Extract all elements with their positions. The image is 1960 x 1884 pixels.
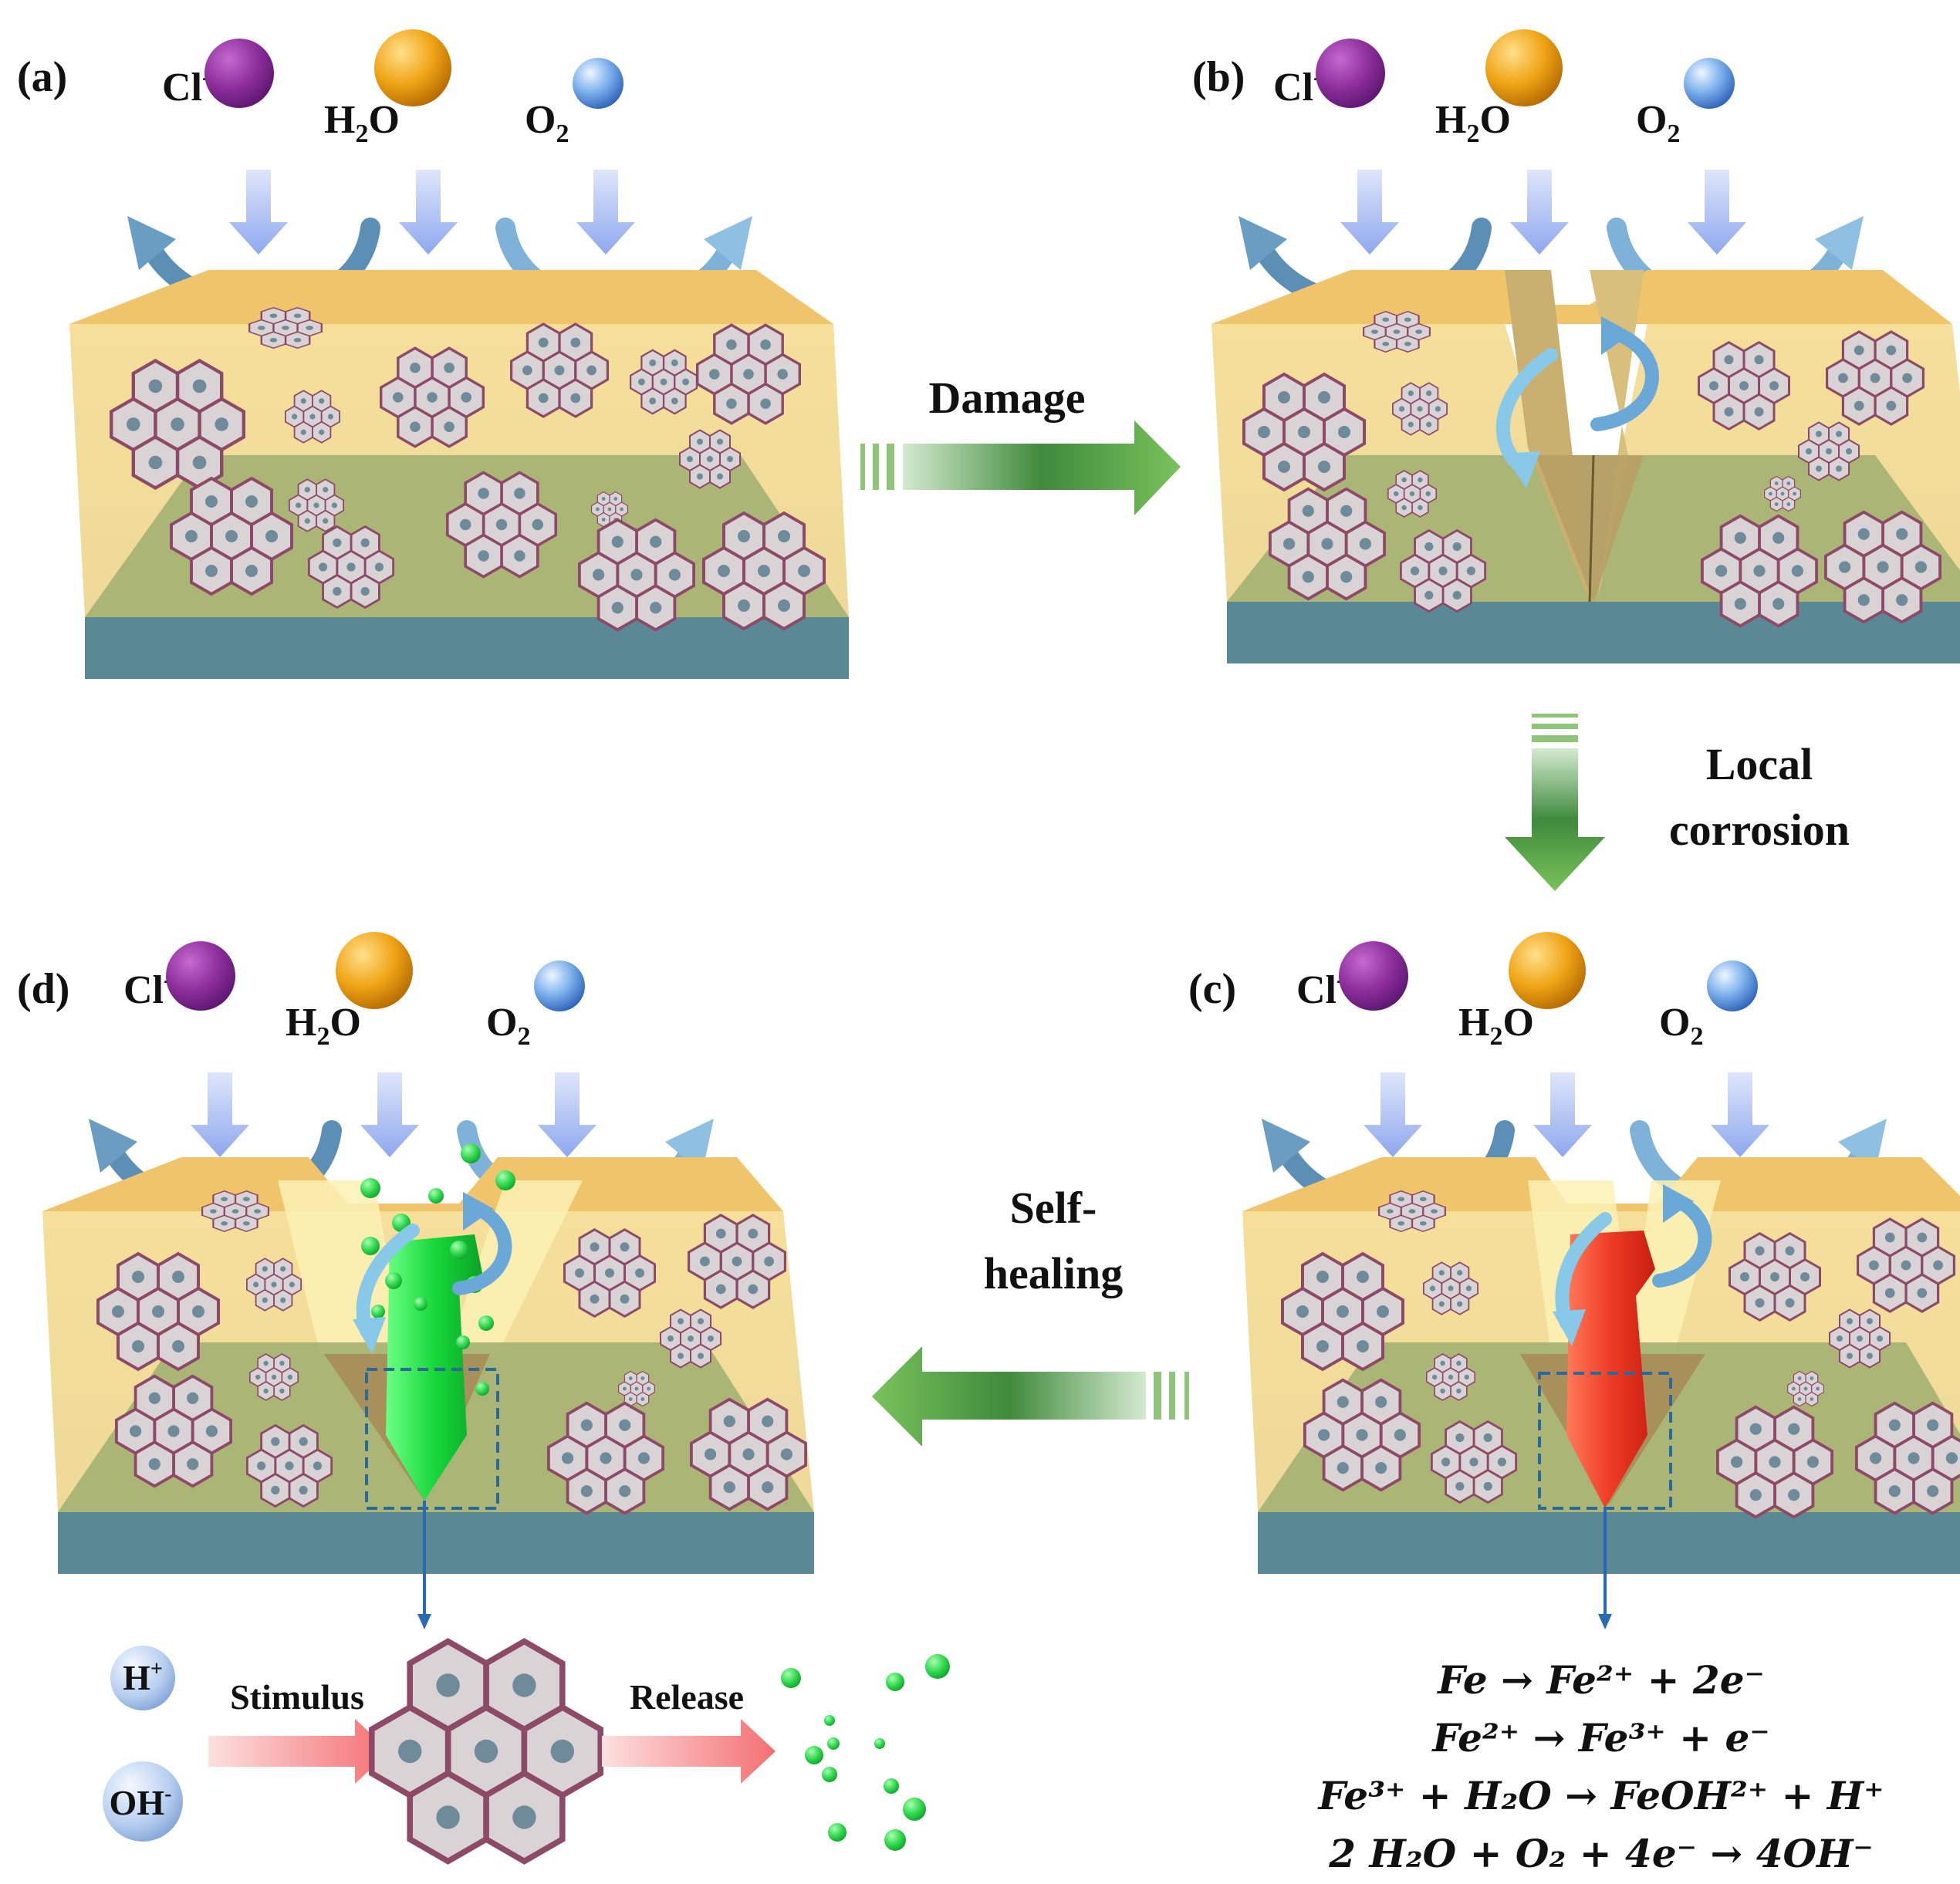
substrate-layer — [58, 1512, 814, 1574]
panel-label: (a) — [17, 53, 67, 101]
inhibitor-film — [386, 1234, 482, 1501]
release-label: Release — [630, 1677, 744, 1717]
crack — [1536, 455, 1644, 602]
release-scheme: H+ OH- Stimulus Release — [103, 1642, 950, 1862]
substrate-layer — [85, 617, 849, 679]
coating-top-face — [42, 1157, 783, 1211]
panel-d: (d) — [17, 932, 814, 1629]
coating-top-face — [69, 270, 833, 324]
proton-label: H+ — [123, 1657, 163, 1697]
local-corrosion-label: corrosion — [1669, 805, 1850, 855]
panel-a: (a) — [17, 29, 849, 679]
substrate-layer — [1258, 1512, 1960, 1574]
panel-label: (b) — [1192, 53, 1245, 101]
local-corrosion-label: Local — [1706, 739, 1813, 789]
hydroxide-label: OH- — [110, 1782, 172, 1822]
mof-nanocontainer-zoom — [372, 1642, 600, 1862]
damage-arrow: Damage — [860, 373, 1181, 515]
corrosion-equations: Fe → Fe²⁺ + 2e⁻ Fe²⁺ → Fe³⁺ + e⁻ Fe³⁺ + … — [1317, 1657, 1884, 1876]
self-healing-label: healing — [984, 1248, 1124, 1298]
release-arrow — [602, 1719, 776, 1784]
released-inhibitor-molecules — [781, 1654, 950, 1851]
equation-line: 2 H₂O + O₂ + 4e⁻ → 4OH⁻ — [1328, 1831, 1873, 1876]
inhibitor-molecules — [360, 1143, 515, 1396]
crack-opening — [448, 1180, 583, 1354]
corrosion-product — [1566, 1231, 1655, 1508]
self-healing-arrow: Self- healing — [872, 1183, 1189, 1447]
stimulus-label: Stimulus — [230, 1677, 364, 1717]
proton-icon — [110, 1646, 175, 1710]
panel-b: (b) — [1192, 29, 1960, 663]
self-healing-label: Self- — [1010, 1183, 1097, 1233]
hydroxide-icon — [103, 1761, 183, 1842]
equation-line: Fe → Fe²⁺ + 2e⁻ — [1436, 1657, 1765, 1703]
local-corrosion-arrow: Local corrosion — [1505, 714, 1850, 891]
stimulus-arrow — [208, 1719, 390, 1784]
crack — [1590, 270, 1644, 602]
panel-label: (d) — [17, 965, 69, 1013]
equation-line: Fe³⁺ + H₂O → FeOH²⁺ + H⁺ — [1317, 1773, 1884, 1818]
panel-c: (c) — [1188, 932, 1960, 1629]
panel-label: (c) — [1188, 965, 1236, 1013]
coating-top-face — [1211, 270, 1952, 324]
damage-label: Damage — [929, 373, 1086, 423]
equation-line: Fe²⁺ → Fe³⁺ + e⁻ — [1431, 1715, 1769, 1761]
